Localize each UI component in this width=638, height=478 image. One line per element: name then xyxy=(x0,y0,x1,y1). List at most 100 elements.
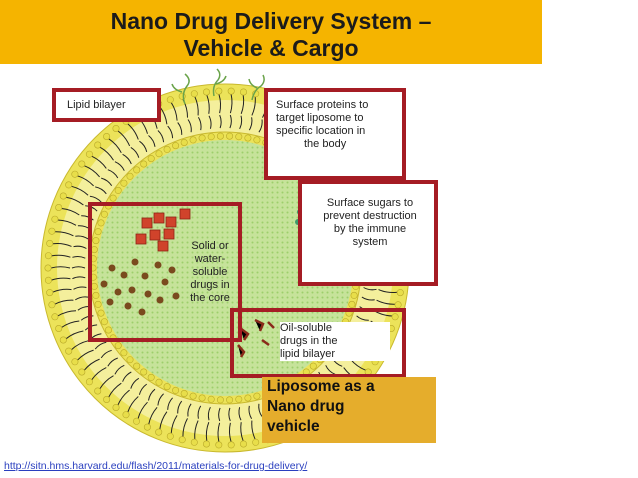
lipid-tail xyxy=(229,114,232,129)
lipid-tail xyxy=(378,289,398,293)
lipid-head xyxy=(46,239,54,247)
lipid-tail xyxy=(57,310,77,317)
lipid-tail xyxy=(84,165,100,178)
lipid-head xyxy=(44,276,52,284)
lipid-tail xyxy=(325,365,336,375)
lipid-tail xyxy=(127,396,139,413)
lipid-tail xyxy=(99,375,114,390)
lipid-tail xyxy=(251,420,256,440)
lipid-head xyxy=(85,150,93,158)
lipid-head xyxy=(253,136,261,144)
lipid-tail xyxy=(248,117,253,131)
lipid-tail xyxy=(239,115,243,130)
surface-sugars-label: Surface sugars to prevent destruction by… xyxy=(323,197,417,248)
lipid-head xyxy=(85,378,93,386)
lipid-tail xyxy=(187,119,192,133)
lipid-tail xyxy=(75,296,89,301)
lipid-head xyxy=(44,252,52,260)
lipid-head xyxy=(226,396,234,404)
lipid-head xyxy=(48,227,56,235)
lipid-tail xyxy=(139,140,148,153)
lipid-head xyxy=(215,441,223,449)
lipid-tail xyxy=(71,185,89,196)
lipid-tail xyxy=(75,235,89,240)
lipid-tail xyxy=(71,340,89,351)
lipid-head xyxy=(48,301,56,309)
lipid-tail xyxy=(229,93,233,114)
lipid-head xyxy=(120,349,128,357)
lipid-tail xyxy=(205,422,210,442)
lipid-head xyxy=(198,134,206,142)
lipid-tail xyxy=(95,186,107,195)
lipid-head xyxy=(71,170,79,178)
lipid-tail xyxy=(170,415,178,434)
lipid-tail xyxy=(219,114,222,129)
title-line-2: Vehicle & Cargo xyxy=(183,35,359,61)
lipid-tail xyxy=(238,407,242,421)
lipid-tail xyxy=(197,405,202,419)
caption-line-1: Liposome as a xyxy=(267,378,375,395)
lipid-head xyxy=(112,125,120,133)
lipid-tail xyxy=(80,315,94,321)
lipid-head xyxy=(166,432,174,440)
lipid-tail xyxy=(73,286,87,290)
lipid-tail xyxy=(71,266,86,269)
lipid-head xyxy=(244,134,252,142)
lipid-bilayer-box: Lipid bilayer xyxy=(52,88,161,122)
lipid-head xyxy=(190,90,198,98)
lipid-head xyxy=(227,441,235,449)
lipid-head xyxy=(203,88,211,96)
lipid-tail xyxy=(99,146,114,161)
lipid-head xyxy=(94,228,102,236)
title-line-1: Nano Drug Delivery System – xyxy=(110,8,432,34)
lipid-head xyxy=(172,142,180,150)
lipid-tail xyxy=(108,138,122,154)
core-drugs-box: Solid or water- soluble drugs in the cor… xyxy=(88,202,242,342)
lipid-head xyxy=(100,210,108,218)
lipid-head xyxy=(94,141,102,149)
lipid-head xyxy=(55,204,63,212)
lipid-head xyxy=(215,87,223,95)
lipid-tail xyxy=(361,296,375,301)
lipid-tail xyxy=(228,407,231,422)
lipid-tail xyxy=(206,94,210,114)
lipid-tail xyxy=(61,208,80,216)
lipid-tail xyxy=(114,161,125,171)
lipid-head xyxy=(155,378,163,386)
lipid-tail xyxy=(108,382,122,398)
lipid-tail xyxy=(81,215,94,221)
lipid-head xyxy=(71,358,79,366)
lipid-head xyxy=(126,356,134,364)
oil-drugs-box: Oil-soluble drugs in the lipid bilayer xyxy=(230,308,406,378)
lipid-tail xyxy=(356,315,369,321)
lipid-tail xyxy=(130,146,140,158)
lipid-tail xyxy=(251,96,256,116)
lipid-head xyxy=(189,136,197,144)
lipid-head xyxy=(178,92,186,100)
lipid-tail xyxy=(94,341,107,350)
lipid-tail xyxy=(50,266,71,269)
lipid-head xyxy=(391,313,399,321)
lipid-head xyxy=(94,300,102,308)
lipid-head xyxy=(180,139,188,147)
lipid-tail xyxy=(208,115,212,129)
lipid-head xyxy=(309,362,317,370)
page-title: Nano Drug Delivery System – Vehicle & Ca… xyxy=(0,8,542,62)
lipid-tail xyxy=(148,388,156,401)
lipid-head xyxy=(178,436,186,444)
lipid-tail xyxy=(258,403,263,417)
lipid-head xyxy=(103,133,111,141)
lipid-head xyxy=(348,300,356,308)
lipid-tail xyxy=(114,364,125,375)
lipid-head xyxy=(147,373,155,381)
lipid-head xyxy=(133,166,141,174)
lipid-tail xyxy=(72,255,86,259)
lipid-head xyxy=(122,411,130,419)
lipid-head xyxy=(147,155,155,163)
lipid-tail xyxy=(167,397,173,410)
lipid-tail xyxy=(107,357,118,367)
lipid-head xyxy=(51,313,59,321)
title-banner xyxy=(0,0,542,64)
source-link[interactable]: http://sitn.hms.harvard.edu/flash/2011/m… xyxy=(4,460,308,472)
lipid-tail xyxy=(77,349,94,361)
